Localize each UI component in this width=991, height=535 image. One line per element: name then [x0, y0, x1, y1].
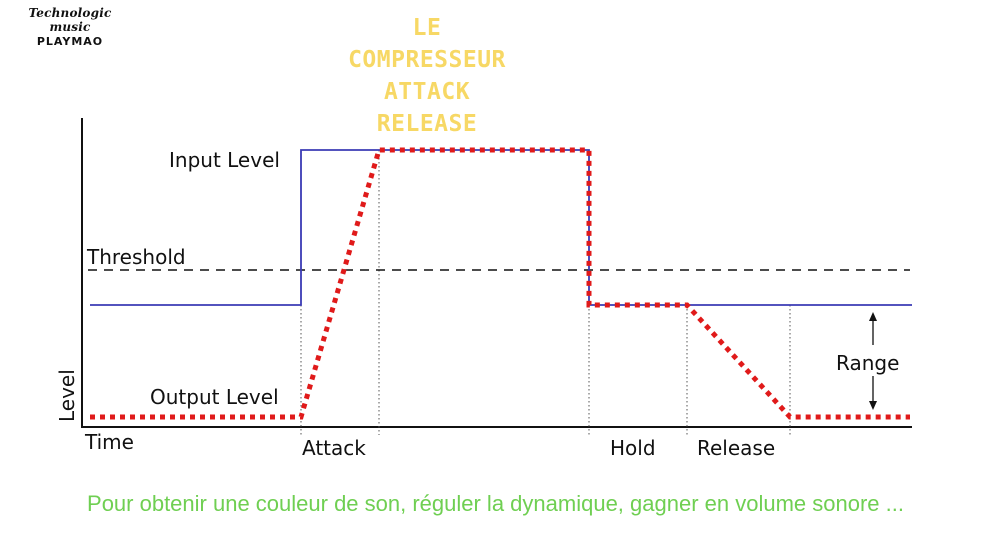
title-line-2: COMPRESSEUR	[348, 47, 506, 73]
range-arrowhead-up-icon	[869, 312, 877, 321]
time-axis-label: Time	[84, 430, 134, 454]
level-axis-label: Level	[55, 369, 79, 422]
output-level-label: Output Level	[150, 385, 279, 409]
input-signal-line	[90, 149, 912, 306]
range-label: Range	[836, 351, 899, 375]
logo: Technologic music PLAYMAO	[10, 6, 130, 48]
logo-brand-text: PLAYMAO	[36, 35, 104, 48]
caption-text: Pour obtenir une couleur de son, réguler…	[87, 491, 904, 516]
title-line-4: RELEASE	[376, 111, 478, 137]
logo-script-text: Technologic music	[28, 6, 112, 34]
attack-label: Attack	[302, 436, 366, 460]
threshold-label: Threshold	[86, 245, 186, 269]
page-title: LE COMPRESSEUR ATTACK RELEASE	[302, 12, 552, 140]
hold-label: Hold	[610, 436, 656, 460]
release-label: Release	[697, 436, 775, 460]
range-arrowhead-down-icon	[869, 401, 877, 410]
title-line-3: ATTACK	[383, 79, 471, 105]
output-signal-line	[90, 147, 910, 420]
title-line-1: LE	[412, 15, 442, 41]
input-level-label: Input Level	[169, 148, 280, 172]
